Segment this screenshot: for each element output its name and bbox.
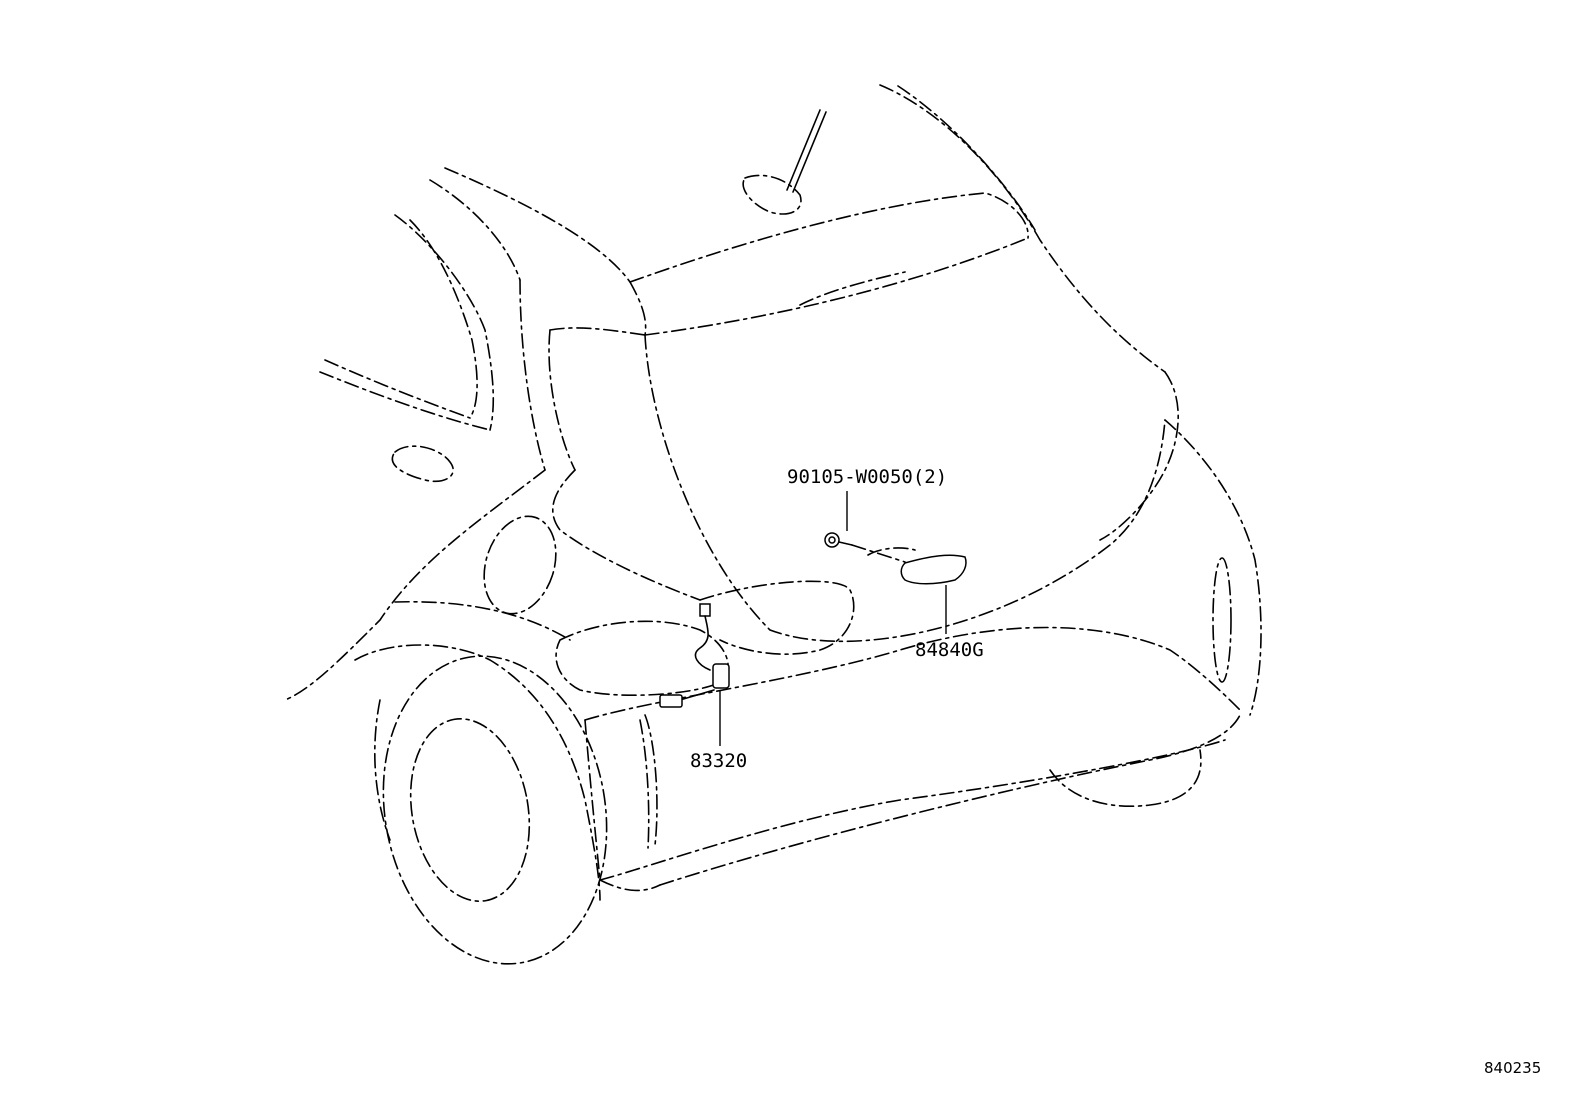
wire-harness-part — [659, 603, 730, 708]
catalog-code: 840235 — [1484, 1059, 1541, 1077]
leader-lines — [719, 491, 947, 746]
vehicle-body-outline — [284, 84, 1262, 965]
callout-wire: 83320 — [690, 750, 747, 772]
callout-bolt: 90105-W0050(2) — [787, 466, 947, 488]
bolt-part — [824, 532, 906, 563]
callout-lamp: 84840G — [915, 639, 984, 661]
lamp-part — [867, 547, 967, 585]
